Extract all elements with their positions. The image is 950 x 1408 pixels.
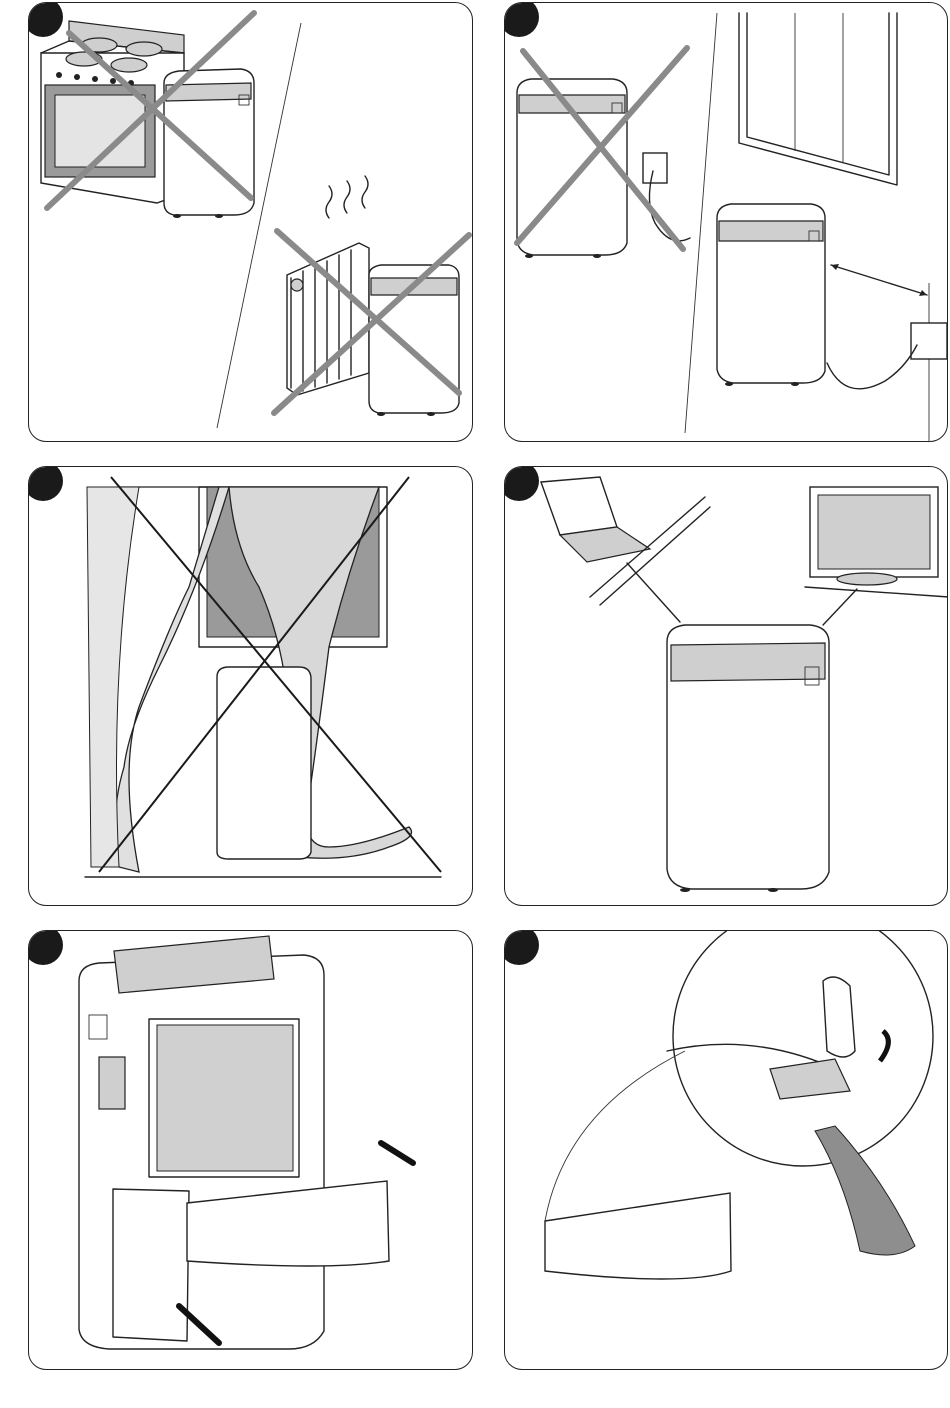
illustration-electronics — [505, 467, 948, 906]
panel-remove-water-tank — [28, 930, 473, 1370]
distance-arrow — [823, 589, 857, 625]
illustration-outlet — [505, 3, 948, 442]
window-illustration — [739, 13, 897, 185]
water-tank-illustration — [545, 1193, 731, 1279]
panel-no-curtains — [28, 466, 473, 906]
distance-arrow — [831, 265, 927, 295]
zoom-detail-circle — [673, 931, 933, 1166]
pull-arrow-icon — [381, 1143, 413, 1163]
panel-no-heat-sources — [28, 2, 473, 442]
illustration-heat-sources — [29, 3, 473, 442]
laptop-illustration — [541, 477, 650, 562]
monitor-illustration — [810, 487, 938, 585]
wall-outlet-icon — [643, 153, 667, 183]
panel-away-from-electronics — [504, 466, 948, 906]
wall-outlet-icon — [911, 323, 947, 359]
dehumidifier-illustration — [517, 79, 690, 258]
stove-illustration — [41, 21, 184, 203]
dehumidifier-illustration — [164, 69, 254, 218]
illustration-empty-tank — [505, 931, 948, 1370]
dehumidifier-illustration — [667, 625, 829, 892]
power-cord — [827, 345, 917, 389]
dehumidifier-illustration — [79, 936, 324, 1349]
distance-arrow — [627, 563, 680, 622]
illustration-curtains — [29, 467, 473, 906]
dehumidifier-illustration — [717, 204, 825, 386]
panel-outlet-distance — [504, 2, 948, 442]
panel-empty-water-tank — [504, 930, 948, 1370]
illustration-remove-tank — [29, 931, 473, 1370]
